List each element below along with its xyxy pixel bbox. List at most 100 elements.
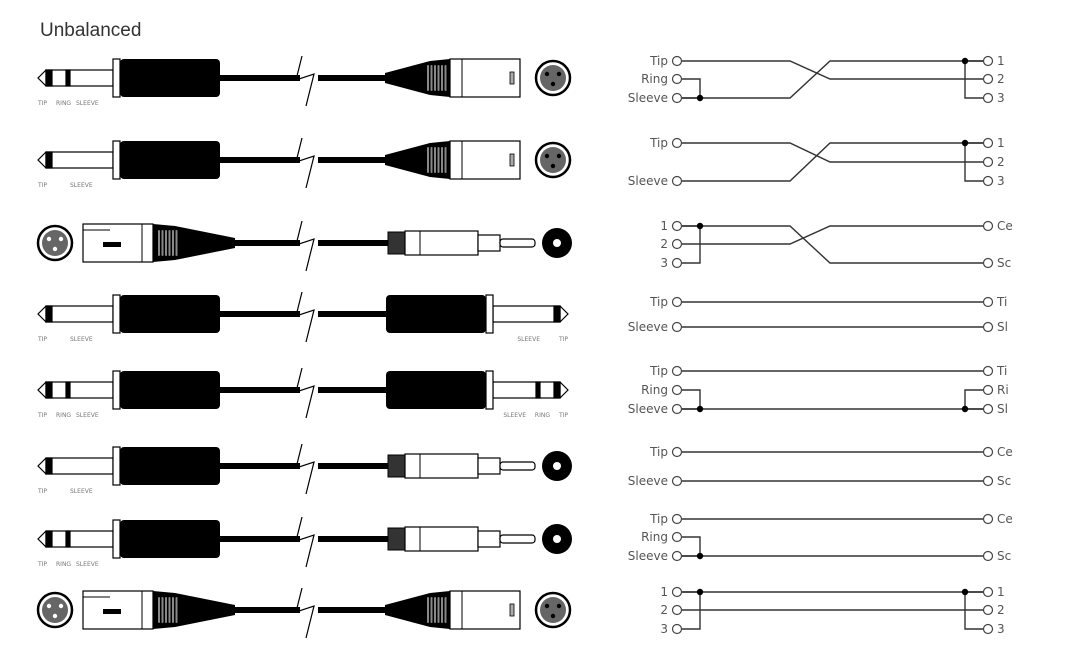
junction-dot [696, 94, 704, 102]
right-pin-label: 2 [997, 72, 1005, 86]
jack-shaft [45, 381, 114, 399]
pin-terminal-icon [671, 604, 683, 616]
pin-terminal-icon [982, 92, 994, 104]
xlr-pin [544, 603, 550, 609]
boot-rib [430, 147, 433, 173]
tip-ring-band [45, 69, 53, 87]
rca-shell [477, 530, 501, 548]
right-pin-label: Sc [997, 549, 1011, 563]
pin-terminal-icon [671, 55, 683, 67]
rca-shell [477, 457, 501, 475]
boot-rib [434, 597, 436, 623]
pin-terminal-icon [671, 475, 683, 487]
boot-rib [427, 65, 429, 91]
pin-terminal-icon [671, 137, 683, 149]
right-pin-label: Ce [997, 445, 1013, 459]
junction-dot [961, 405, 969, 413]
pin-terminal-icon [671, 550, 683, 562]
pin-terminal-icon [982, 384, 994, 396]
cable-break-icon [295, 137, 315, 189]
junction-dot [696, 405, 704, 413]
wire [682, 225, 983, 245]
boot-rib [168, 230, 171, 256]
tip-ring-band [45, 381, 53, 399]
jack-collar [112, 140, 121, 180]
boot-rib [430, 65, 433, 91]
xlr-pin [556, 71, 562, 77]
tip-ring-band [553, 305, 561, 323]
left-pin-label: 3 [660, 622, 668, 636]
jack-body [120, 59, 220, 97]
right-pin-label: 3 [997, 622, 1005, 636]
junction-dot [696, 222, 704, 230]
xlr-pin [550, 81, 556, 87]
rca-pin [499, 534, 536, 544]
wire [682, 60, 983, 99]
tip-ring-band [45, 305, 53, 323]
pin-terminal-icon [671, 238, 683, 250]
jack-tip [37, 381, 47, 399]
jack-contact-label: SLEEVE [76, 561, 99, 568]
boot-rib [444, 597, 447, 623]
pin-terminal-icon [671, 586, 683, 598]
rca-shell [477, 234, 501, 252]
jack-contact-label: RING [535, 412, 550, 419]
cable [318, 157, 386, 163]
pin-terminal-icon [671, 513, 683, 525]
jack-contact-label: RING [56, 100, 71, 107]
rca-center [553, 535, 561, 543]
pin-terminal-icon [671, 175, 683, 187]
boot-rib [437, 147, 440, 173]
left-pin-label: Sleeve [628, 549, 668, 563]
left-pin-label: Sleeve [628, 474, 668, 488]
cable-break-icon [295, 367, 315, 419]
cable-row [36, 220, 572, 272]
boot-rib [158, 597, 160, 623]
left-pin-label: 2 [660, 603, 668, 617]
cable [318, 607, 386, 613]
jack-collar [112, 519, 121, 559]
cable [220, 463, 300, 469]
pin-terminal-icon [982, 403, 994, 415]
xlr-socket [46, 236, 52, 242]
wire [682, 142, 983, 163]
left-bridge [682, 225, 701, 264]
rca-body [404, 453, 479, 479]
right-pin-label: 3 [997, 91, 1005, 105]
boot-rib [434, 65, 436, 91]
right-pin-label: 3 [997, 174, 1005, 188]
boot-rib [161, 597, 164, 623]
pin-terminal-icon [982, 321, 994, 333]
xlr-face [42, 230, 68, 256]
right-pin-label: Sc [997, 256, 1011, 270]
junction-dot [961, 57, 969, 65]
jack-body [386, 295, 486, 333]
left-bridge [682, 591, 701, 630]
jack-collar [112, 446, 121, 486]
xlr-pin [544, 153, 550, 159]
boot-rib [430, 597, 433, 623]
cable [318, 387, 386, 393]
jack-shaft [45, 69, 114, 87]
xlr-face [42, 597, 68, 623]
jack-shaft [492, 305, 561, 323]
xlr-latch [509, 71, 515, 85]
right-pin-label: Sc [997, 474, 1011, 488]
boot-rib [158, 230, 160, 256]
boot-rib [165, 597, 167, 623]
rca-ferrule [387, 231, 406, 255]
left-pin-label: Sleeve [628, 174, 668, 188]
boot-rib [441, 65, 443, 91]
jack-collar [485, 370, 494, 410]
rca-center [553, 239, 561, 247]
left-pin-label: 2 [660, 237, 668, 251]
tip-ring-band [45, 530, 53, 548]
right-pin-label: Ti [996, 295, 1007, 309]
jack-contact-label: TIP [37, 100, 47, 107]
jack-shaft [45, 530, 114, 548]
